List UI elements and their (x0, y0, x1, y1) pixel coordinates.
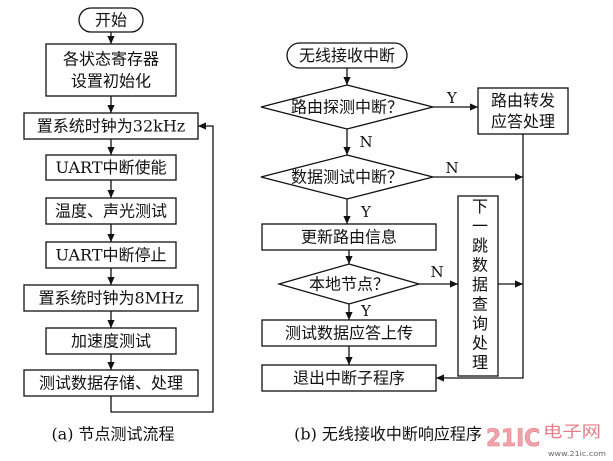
yes-label: Y (360, 302, 372, 320)
step-label: 加速度测试 (71, 332, 151, 351)
watermark-brand: 21IC (486, 424, 540, 452)
loop-back-line (110, 122, 214, 413)
step-label: 测试数据应答上传 (285, 324, 413, 343)
step-label: 退出中断子程序 (293, 369, 405, 388)
watermark-logo: 21IC 电子网 www.21ic.com (486, 422, 606, 458)
step-box-next-hop-query (457, 195, 499, 377)
step-label: 各状态寄存器 (63, 50, 159, 69)
decision-label: 本地节点？ (309, 275, 389, 294)
no-label: N (359, 133, 372, 151)
step-box-accel-test (45, 327, 177, 355)
step-label: 置系统时钟为8MHz (39, 289, 184, 308)
decision-label: 数据测试中断？ (291, 168, 403, 187)
watermark-site: www.21ic.com (548, 450, 606, 458)
step-box-uart-enable (45, 154, 177, 181)
step-box-route-forward (477, 87, 569, 135)
step-label: UART中断使能 (56, 158, 167, 177)
step-box-update-route (261, 223, 437, 251)
step-label: 更新路由信息 (301, 228, 397, 247)
flow-a-node-test: 开始 各状态寄存器 设置初始化 置系统时钟为32kHz UART中断使能 温度、… (23, 7, 214, 444)
step-box-store-process (23, 369, 199, 397)
step-box-reply-upload (261, 319, 437, 347)
interrupt-label: 无线接收中断 (299, 46, 395, 65)
step-label: 设置初始化 (71, 72, 151, 91)
step-label: 置系统时钟为32kHz (37, 117, 185, 136)
step-label: 温度、声光测试 (55, 202, 167, 221)
caption-a: (a) 节点测试流程 (51, 425, 174, 444)
step-box-init-registers (45, 43, 177, 97)
yes-label: Y (360, 203, 372, 221)
next-hop-query-label: 下一跳数据查询处理 (469, 198, 488, 374)
return-line (436, 134, 524, 382)
step-label: 测试数据存储、处理 (39, 374, 183, 393)
step-label: UART中断停止 (56, 246, 167, 265)
no-label: N (445, 159, 458, 177)
step-box-exit-interrupt (261, 364, 437, 392)
caption-b: (b) 无线接收中断响应程序 (294, 425, 482, 444)
step-label: 应答处理 (491, 112, 555, 131)
flow-b-wireless-interrupt: 无线接收中断 路由探测中断？ Y 路由转发 应答处理 N 数据测试中断？ N Y… (260, 42, 569, 444)
no-label: N (430, 263, 443, 281)
decision-label: 路由探测中断？ (291, 98, 403, 117)
watermark-brand-cn: 电子网 (543, 422, 601, 441)
yes-label: Y (446, 89, 458, 107)
step-label: 路由转发 (491, 91, 555, 110)
start-label: 开始 (95, 11, 127, 30)
